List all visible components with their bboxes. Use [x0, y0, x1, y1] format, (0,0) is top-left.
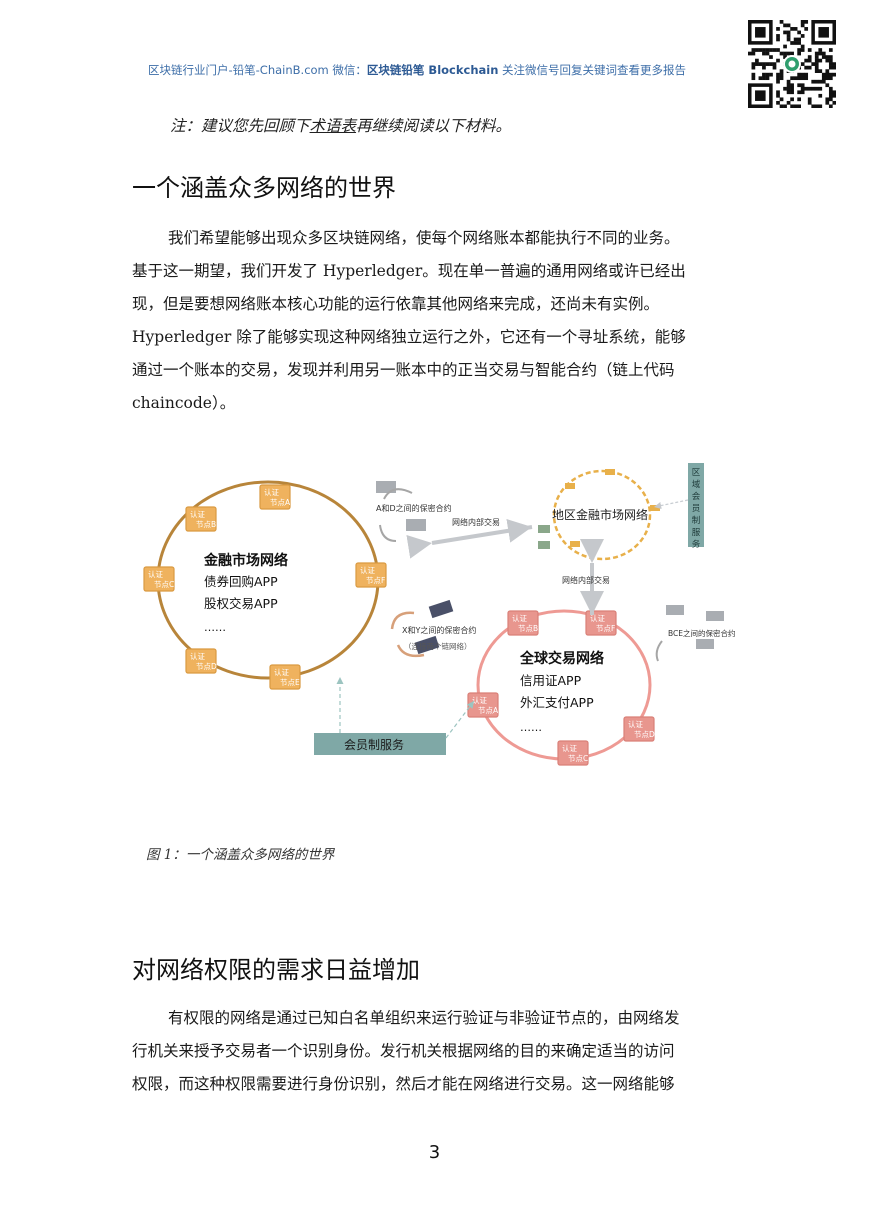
- connectors: 网络内部交易 网络内部交易 A和D之间的保密合约 X和Y之间的保密合约 （连接两…: [314, 481, 736, 755]
- paragraph-line: 现，但是要想网络账本核心功能的运行依靠其他网络来完成，还尚未有实例。: [132, 295, 660, 313]
- validator-node-label: 节点D: [634, 730, 655, 739]
- validator-node-label: 节点B: [196, 520, 216, 529]
- note-prefix: 注：建议您先回顾下: [170, 117, 310, 135]
- validating-node-card: [706, 611, 724, 621]
- regional-network: 地区金融市场网络 区域会员制服务: [538, 463, 704, 561]
- internal-tx-label-1: 网络内部交易: [452, 517, 500, 527]
- financial-title: 金融市场网络: [203, 552, 288, 569]
- validator-node-label: 节点D: [196, 662, 217, 671]
- header-brand[interactable]: 区块链铅笔 Blockchain: [366, 63, 499, 77]
- mini-node: [538, 525, 550, 533]
- figure-caption: 图 1：一个涵盖众多网络的世界: [146, 847, 335, 863]
- validator-node-label: 认证: [360, 565, 375, 575]
- regional-member-service-label: 区域会员制服务: [692, 468, 701, 550]
- paragraph-line: Hyperledger 除了能够实现这种网络独立运行之外，它还有一个寻址系统，能…: [132, 328, 686, 346]
- mini-node: [570, 541, 580, 547]
- validator-node-label: 节点A: [270, 498, 291, 507]
- section1-paragraph: 我们希望能够出现众多区块链网络，使每个网络账本都能执行不同的业务。 基于这一期望…: [132, 222, 740, 420]
- financial-more: ……: [204, 621, 226, 634]
- financial-app-2: 股权交易APP: [204, 596, 278, 611]
- validating-node-card: [428, 599, 454, 619]
- validator-node-label: 认证: [590, 613, 605, 623]
- validator-node-label: 认证: [274, 667, 289, 677]
- paragraph-line: 基于这一期望，我们开发了 Hyperledger。现在单一普遍的通用网络或许已经…: [132, 262, 686, 280]
- validator-node-label: 节点E: [280, 678, 300, 687]
- validating-node-card: [696, 639, 714, 649]
- header-text-2: 关注微信号回复关键词查看更多报告: [498, 63, 687, 77]
- bce-contract-label: BCE之间的保密合约: [668, 628, 736, 638]
- ad-contract-label: A和D之间的保密合约: [376, 503, 452, 513]
- validator-node-label: 节点A: [478, 706, 499, 715]
- validator-node-label: 认证: [512, 613, 527, 623]
- validator-node-label: 认证: [562, 743, 577, 753]
- page-header: 区块链行业门户-铅笔-ChainB.com 微信：区块链铅笔 Blockchai…: [148, 62, 748, 78]
- validator-node-label: 认证: [190, 509, 205, 519]
- validating-node-card: [666, 605, 684, 615]
- validator-node-label: 节点B: [518, 624, 538, 633]
- global-title: 全球交易网络: [519, 650, 604, 667]
- validator-node-label: 节点F: [366, 576, 385, 585]
- mini-node: [565, 483, 575, 489]
- validator-node-label: 节点C: [568, 754, 588, 763]
- note: 注：建议您先回顾下术语表再继续阅读以下材料。: [170, 114, 511, 136]
- paragraph-line: chaincode）。: [132, 394, 236, 412]
- mini-node: [538, 541, 550, 549]
- paragraph-line: 我们希望能够出现众多区块链网络，使每个网络账本都能执行不同的业务。: [168, 229, 680, 247]
- global-app-2: 外汇支付APP: [520, 695, 594, 710]
- xy-contract-sub: （连接两个链网络）: [404, 641, 472, 651]
- validating-node-card: [406, 519, 426, 531]
- paragraph-line: 有权限的网络是通过已知白名单组织来运行验证与非验证节点的，由网络发: [168, 1009, 680, 1027]
- paragraph-line: 通过一个账本的交易，发现并利用另一账本中的正当交易与智能合约（链上代码: [132, 361, 675, 379]
- mini-node: [605, 469, 615, 475]
- page-number: 3: [428, 1142, 441, 1163]
- validator-node-label: 节点F: [596, 624, 615, 633]
- financial-app-1: 债券回购APP: [204, 574, 278, 589]
- regional-member-bar: [688, 463, 704, 547]
- global-more: ……: [520, 721, 542, 734]
- glossary-link[interactable]: 术语表: [309, 117, 357, 135]
- section-heading-networks: 一个涵盖众多网络的世界: [132, 174, 396, 202]
- paragraph-line: 行机关来授予交易者一个识别身份。发行机关根据网络的目的来确定适当的访问: [132, 1042, 675, 1060]
- validator-node-label: 认证: [148, 569, 163, 579]
- member-service-label: 会员制服务: [344, 737, 404, 752]
- validating-node-card: [414, 635, 440, 655]
- global-app-1: 信用证APP: [520, 673, 582, 688]
- member-service-bar: [314, 733, 446, 755]
- validator-node-label: 认证: [628, 719, 643, 729]
- internal-tx-label-2: 网络内部交易: [562, 575, 610, 585]
- section2-paragraph: 有权限的网络是通过已知白名单组织来运行验证与非验证节点的，由网络发 行机关来授予…: [132, 1002, 740, 1101]
- validator-node-label: 认证: [190, 651, 205, 661]
- qr-code: [748, 20, 837, 109]
- validator-node-label: 认证: [472, 695, 487, 705]
- paragraph-line: 权限，而这种权限需要进行身份识别，然后才能在网络进行交易。这一网络能够: [132, 1075, 675, 1093]
- note-suffix: 再继续阅读以下材料。: [356, 117, 512, 135]
- validator-node-label: 节点C: [154, 580, 174, 589]
- header-text-1: 区块链行业门户-铅笔-ChainB.com 微信：: [148, 63, 367, 77]
- regional-title: 地区金融市场网络: [552, 507, 648, 522]
- xy-contract-label: X和Y之间的保密合约: [402, 625, 476, 635]
- validator-node-label: 认证: [264, 487, 279, 497]
- section-heading-permissions: 对网络权限的需求日益增加: [132, 956, 420, 984]
